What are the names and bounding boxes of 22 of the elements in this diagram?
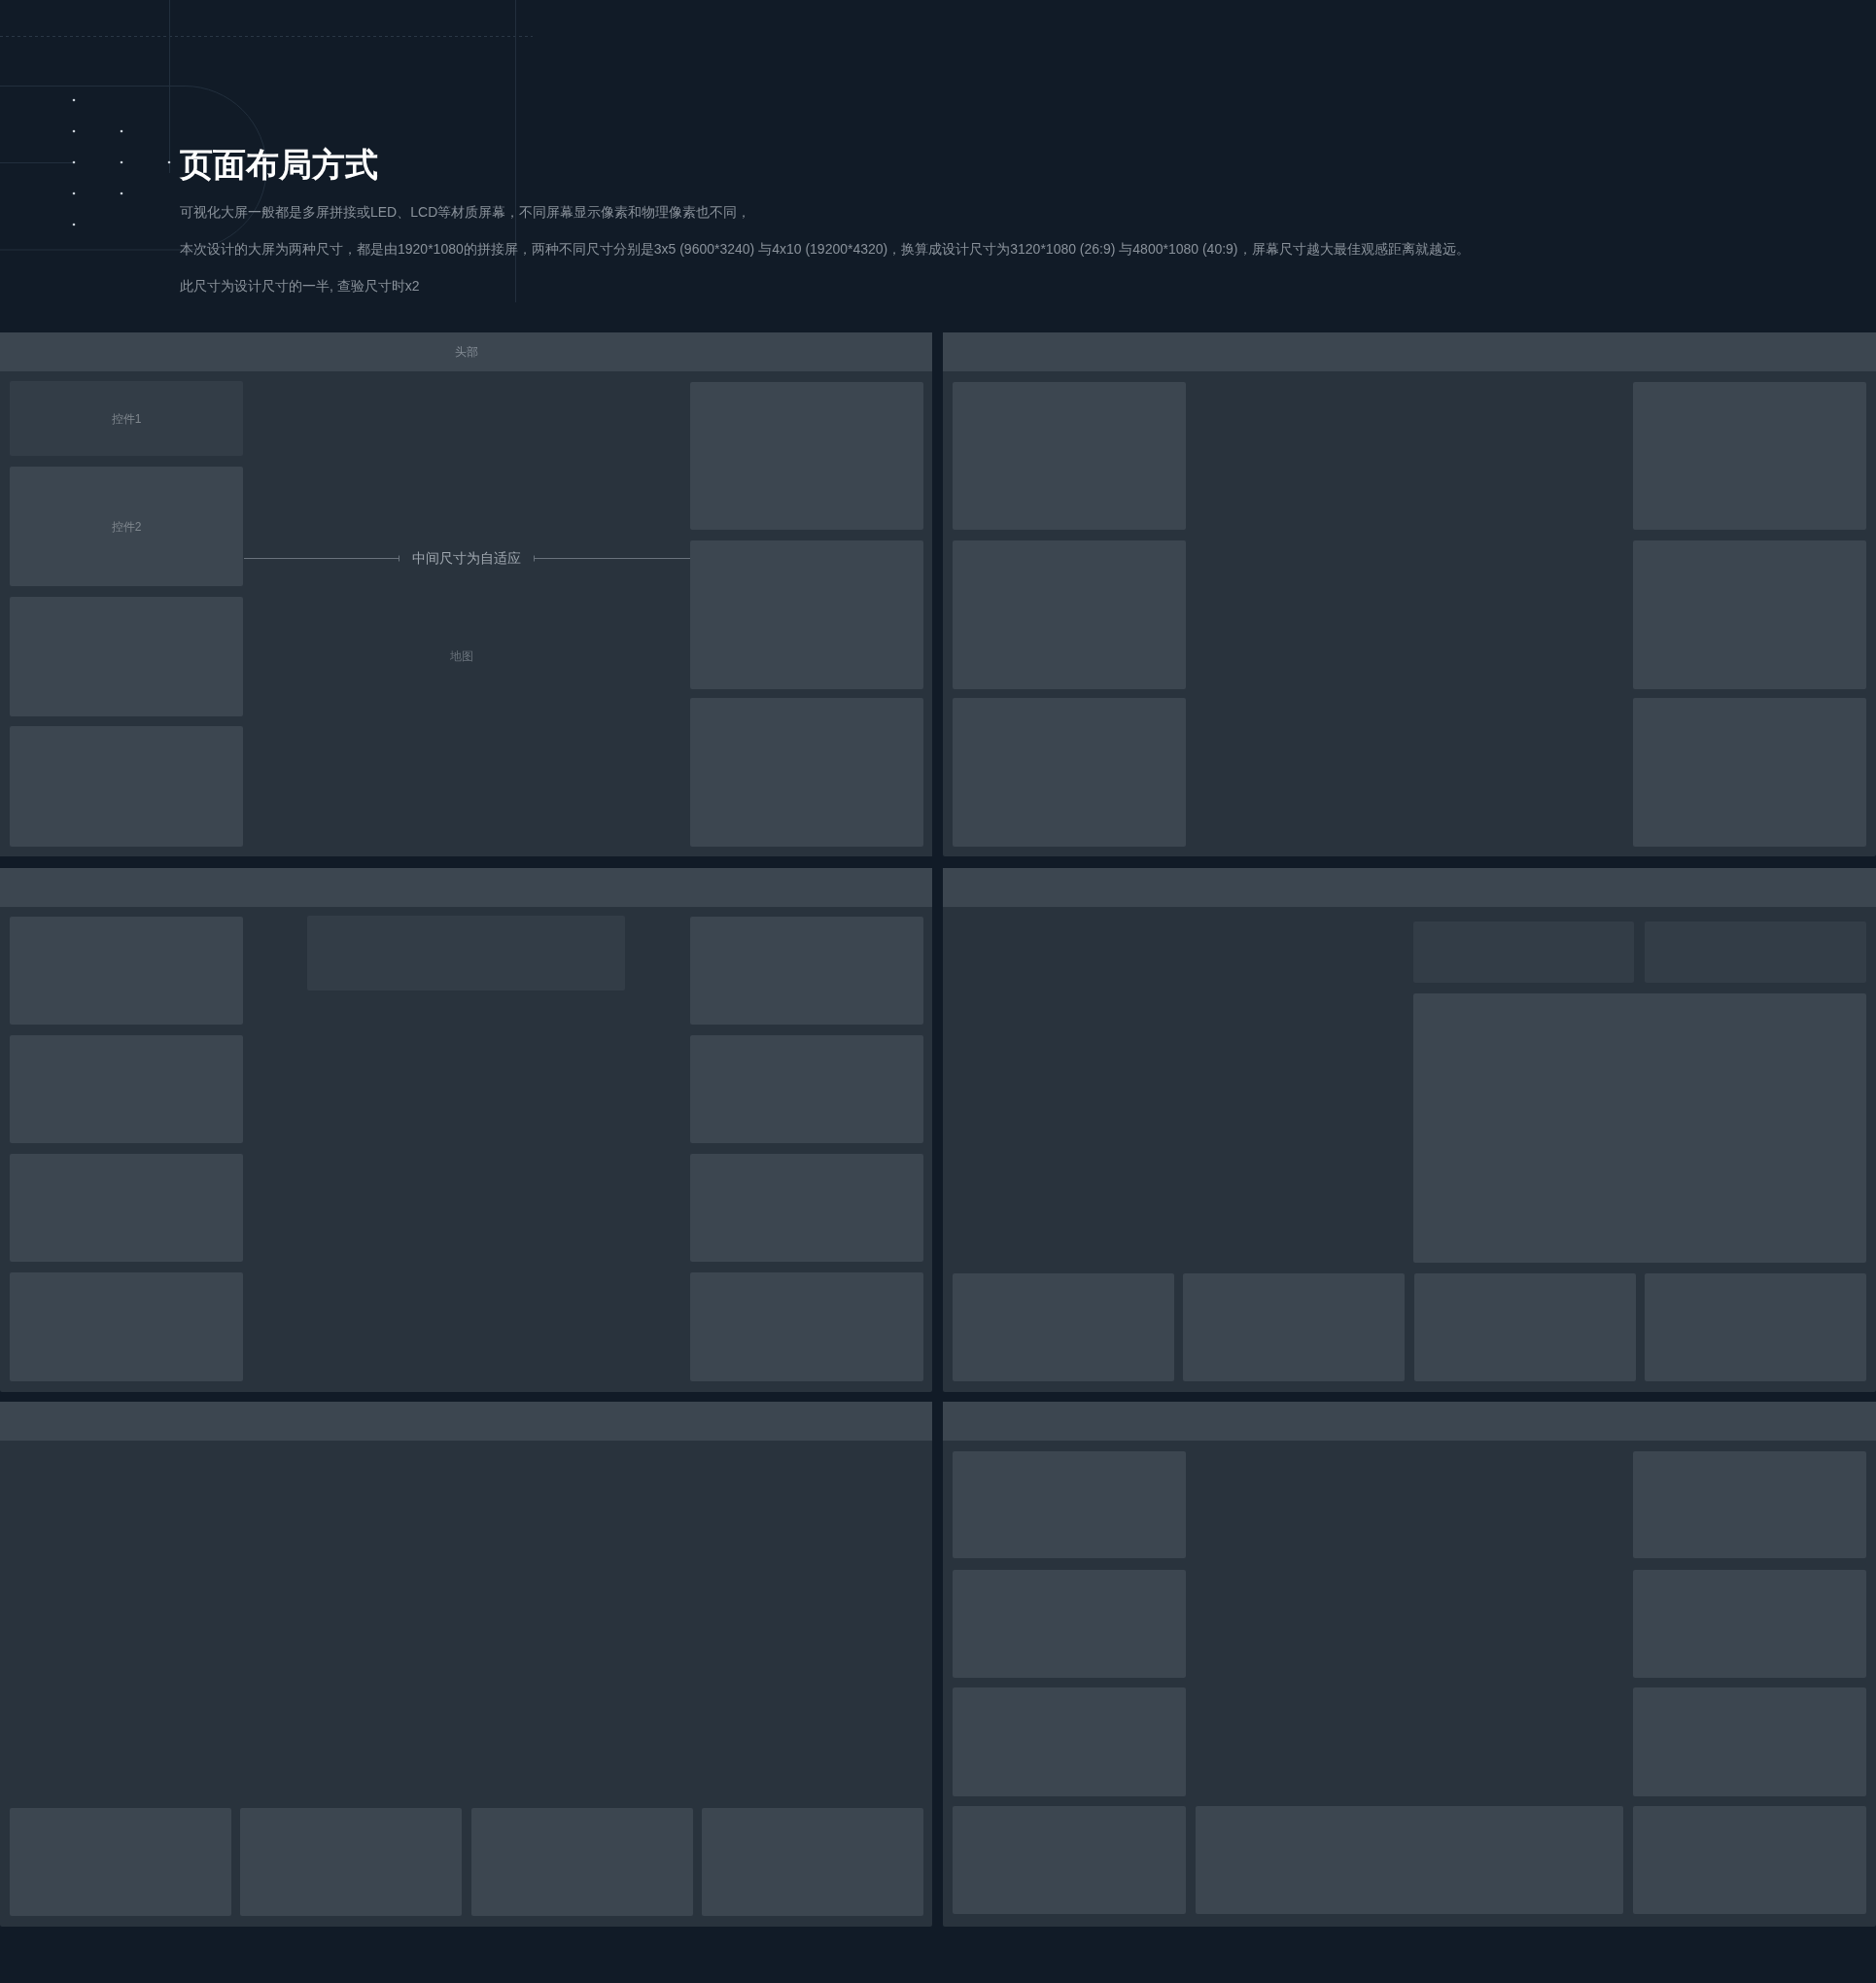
screen-layout-panel bbox=[943, 868, 1876, 1392]
widget-label: 控件2 bbox=[111, 518, 142, 535]
header-bar bbox=[0, 1402, 932, 1441]
page-title: 页面布局方式 bbox=[180, 145, 378, 185]
header-bar bbox=[943, 1402, 1876, 1441]
screen-layout-panel bbox=[0, 868, 932, 1392]
description-text: 本次设计的大屏为两种尺寸，都是由1920*1080的拼接屏，两种不同尺寸分别是3x5 (9600*3240) 与4x10 (19200*4320)，换算成设计尺寸为3120*1080 (26:9) 与4800*1080 (40:9)，屏幕尺寸越大最佳观感距离就越远。 bbox=[180, 240, 1470, 259]
widget-label: 控件1 bbox=[111, 410, 142, 427]
description-text: 此尺寸为设计尺寸的一半, 查验尺寸时x2 bbox=[180, 277, 420, 296]
screen-layout-panel bbox=[0, 1402, 932, 1927]
header-bar bbox=[943, 332, 1876, 371]
header-bar bbox=[943, 868, 1876, 907]
header-label: 头部 bbox=[454, 344, 478, 360]
area-label: 地图 bbox=[450, 648, 473, 664]
widget-card bbox=[690, 540, 923, 689]
screen-layout-panel bbox=[943, 1402, 1876, 1927]
header-bar bbox=[0, 868, 932, 907]
header-bar bbox=[0, 332, 932, 371]
screen-layout-panel bbox=[943, 332, 1876, 856]
widget-card bbox=[10, 467, 243, 586]
description-text: 可视化大屏一般都是多屏拼接或LED、LCD等材质屏幕，不同屏幕显示像素和物理像素也不同， bbox=[180, 203, 751, 222]
screen-layout-panel bbox=[0, 332, 932, 856]
